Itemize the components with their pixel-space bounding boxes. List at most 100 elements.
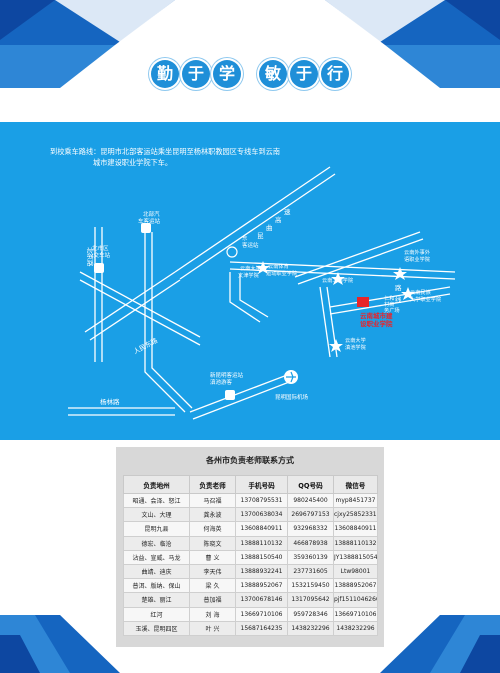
table-cell: 陈晓文 xyxy=(189,535,236,551)
table-cell: 李天伟 xyxy=(189,563,236,580)
svg-text:客运站: 客运站 xyxy=(242,241,259,249)
map-panel xyxy=(0,122,500,440)
table-cell: 13608840911 xyxy=(235,521,288,537)
table-cell: 13888952067 xyxy=(333,578,378,594)
table-cell: 沾益、宣威、马龙 xyxy=(123,549,190,565)
table-cell: 1438232296 xyxy=(333,620,378,636)
slogan-char: 勤 xyxy=(151,60,179,88)
north-bus-station: 北部汽 车客运站 xyxy=(138,210,161,233)
table-cell: 昆明九县 xyxy=(123,521,190,537)
route-description: 到校乘车路线：昆明市北部客运站乘坐昆明至杨林职教园区专线车到云南 城市建设职业学… xyxy=(50,146,470,168)
svg-text:滇池游客: 滇池游客 xyxy=(210,378,233,386)
svg-text:车客运站: 车客运站 xyxy=(138,217,161,225)
airport: 昆明国际机场 xyxy=(275,370,309,401)
table-cell: myp8451737 xyxy=(333,492,378,509)
road-label-char: 昆 xyxy=(257,232,264,240)
table-cell: 980245400 xyxy=(287,492,334,509)
table-cell: 13708795531 xyxy=(235,492,288,509)
table-cell: 曹 义 xyxy=(189,549,236,565)
road-label-mid: 杨林路 xyxy=(100,397,120,406)
place-label: 云南外事外 xyxy=(404,248,430,256)
svg-text:新昆明客运站: 新昆明客运站 xyxy=(210,371,244,379)
table-cell: 马召福 xyxy=(189,492,236,509)
table-header: 负责老师 xyxy=(189,475,236,494)
route-label: 到校乘车路线： xyxy=(50,147,101,156)
slogan-char: 敏 xyxy=(259,60,287,88)
table-cell: 932968332 xyxy=(287,521,334,537)
route-map: 北京路 人民东路 杨林路 昆 曲 高 速 路 线 北部汽 车客运站 北市区 公交… xyxy=(68,166,456,420)
table-cell: JY13888150540 xyxy=(333,549,378,565)
table-header: QQ号码 xyxy=(287,475,334,494)
route-line-1: 昆明市北部客运站乘坐昆明至杨林职教园区专线车到云南 xyxy=(100,147,281,156)
slogan-char: 于 xyxy=(290,60,318,88)
place-label: 云南工商学院 xyxy=(322,276,354,284)
table-cell: 曲靖、迪庆 xyxy=(123,563,190,580)
place-label: 大学职业学院 xyxy=(410,295,442,303)
table-cell: 红河 xyxy=(123,606,190,622)
table-cell: 2696797153 xyxy=(287,507,334,523)
contacts-title: 各州市负责老师联系方式 xyxy=(206,456,294,465)
table-cell: 楚雄、丽江 xyxy=(123,592,190,608)
place-label: 云南民族 xyxy=(410,288,432,296)
road-label-char: 路 xyxy=(395,283,402,292)
contacts-card: 各州市负责老师联系方式 负责地州 负责老师 手机号码 QQ号码 微信号 昭通、会… xyxy=(116,447,384,647)
road-label-char: 北京路 xyxy=(86,247,95,267)
table-cell: 466878938 xyxy=(287,535,334,551)
place-label: 仁和 xyxy=(384,294,394,302)
table-cell: 何海英 xyxy=(189,521,236,537)
road-lines xyxy=(68,166,456,420)
table-cell: 文山、大理 xyxy=(123,507,190,523)
table-cell: 359360139 xyxy=(287,549,334,565)
place-label: 云南大学 xyxy=(240,264,261,272)
north-city-bus-station: 北市区 公交车站 xyxy=(88,244,111,273)
table-cell: 1532159450 xyxy=(287,578,334,594)
table-header: 负责地州 xyxy=(123,475,190,494)
svg-text:昆明国际机场: 昆明国际机场 xyxy=(275,393,309,401)
svg-text:北市区: 北市区 xyxy=(92,244,109,252)
table-cell: 237731605 xyxy=(287,563,334,580)
table-cell: 梁 久 xyxy=(189,578,236,594)
table-cell: 玉溪、昆明四区 xyxy=(123,620,190,636)
table-header: 手机号码 xyxy=(235,475,288,494)
place-label: 村商 xyxy=(384,300,394,308)
table-cell: 普洱、版纳、保山 xyxy=(123,578,190,594)
table-cell: 13888110132 xyxy=(235,535,288,551)
slogan-char: 于 xyxy=(182,60,210,88)
place-label: 滇池学院 xyxy=(345,343,367,351)
school-label: 设职业学院 xyxy=(360,319,393,328)
east-station: 东 客运站 xyxy=(226,234,259,258)
slogan-char: 学 xyxy=(213,60,241,88)
poi-markers xyxy=(256,261,415,352)
new-kunming-station: 新昆明客运站 滇池游客 xyxy=(210,371,244,400)
table-cell: 13888110132 xyxy=(333,535,378,551)
slogan-char: 行 xyxy=(321,60,349,88)
school-label: 云南城市建 xyxy=(360,311,393,320)
svg-text:东: 东 xyxy=(242,234,248,242)
place-label: 务广场 xyxy=(384,306,400,314)
svg-text:公交车站: 公交车站 xyxy=(88,251,111,259)
school-marker: 云南城市建 设职业学院 xyxy=(357,297,393,328)
place-label: 云南体育 xyxy=(268,262,289,270)
table-cell: cjxy258523313 xyxy=(333,507,378,523)
place-label: 运动职业学院 xyxy=(266,269,298,277)
table-cell: 1317095642 xyxy=(287,592,334,608)
bottom-decoration xyxy=(0,615,500,673)
table-cell: Ltw98001 xyxy=(333,563,378,580)
table-cell: 13888952067 xyxy=(235,578,288,594)
place-label: 文津学院 xyxy=(238,271,260,279)
road-label-char: 曲 xyxy=(266,223,273,232)
table-cell: 13669710106 xyxy=(235,606,288,622)
table-cell: 13888150540 xyxy=(235,549,288,565)
road-label-char: 高 xyxy=(275,215,282,224)
table-header: 微信号 xyxy=(333,475,378,494)
